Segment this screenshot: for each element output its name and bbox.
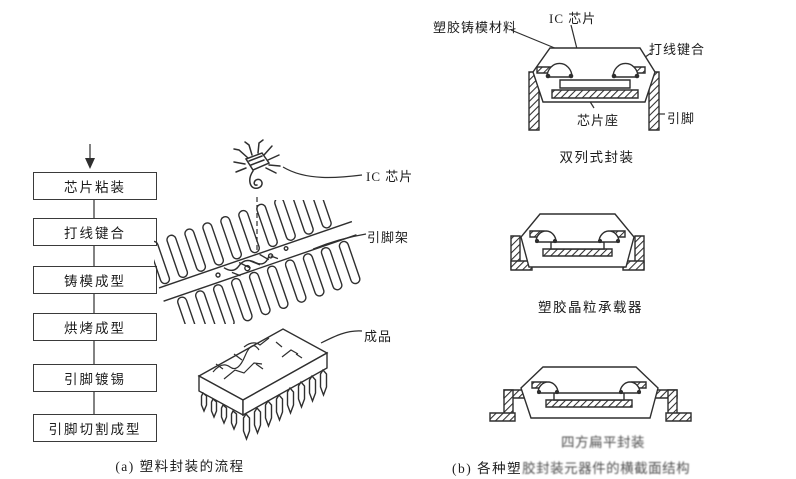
flow-arrowhead: [85, 158, 95, 169]
leader-product: [320, 330, 363, 344]
panel-a-caption: (a) 塑料封装的流程: [115, 459, 245, 474]
ic-chip-xsec-label: IC 芯片: [549, 11, 597, 26]
panel-b-caption-smudged: 胶封装元器件的横截面结构: [522, 461, 691, 476]
flow-step-lead-trim-form: 引脚切割成型: [33, 414, 157, 442]
lead-frame-label: 引脚架: [367, 230, 410, 245]
flow-step-lead-tinning: 引脚镀锡: [33, 364, 157, 392]
die-pad-label: 芯片座: [577, 113, 620, 128]
flow-step-molding: 铸模成型: [33, 266, 157, 294]
bare-die-drawing: [222, 138, 286, 202]
dip-cross-section-drawing: [505, 40, 685, 135]
lead-label: 引脚: [667, 111, 696, 126]
gull-wing-caption: 四方扁平封装: [561, 435, 645, 450]
ic-chip-label: IC 芯片: [366, 169, 414, 184]
lead-frame-drawing: [154, 200, 364, 324]
panel-b-caption: (b) 各种塑胶封装元器件的横截面结构: [452, 457, 690, 477]
molding-material-label: 塑胶铸模材料: [433, 20, 518, 35]
flow-step-baking: 烘烤成型: [33, 313, 157, 341]
finished-product-label: 成品: [364, 329, 393, 344]
plcc-caption: 塑胶晶粒承载器: [538, 300, 643, 315]
dip-caption: 双列式封装: [559, 150, 635, 165]
flow-step-wire-bond: 打线键合: [33, 218, 157, 246]
plcc-cross-section-drawing: [510, 211, 645, 283]
panel-b-caption-clear: (b) 各种塑: [452, 461, 523, 476]
finished-package-drawing: [186, 316, 338, 458]
gull-wing-cross-section-drawing: [488, 364, 693, 428]
wire-bond-label: 打线键合: [649, 42, 706, 57]
flow-step-die-attach: 芯片粘装: [33, 172, 157, 200]
leader-ic-chip: [282, 166, 363, 179]
